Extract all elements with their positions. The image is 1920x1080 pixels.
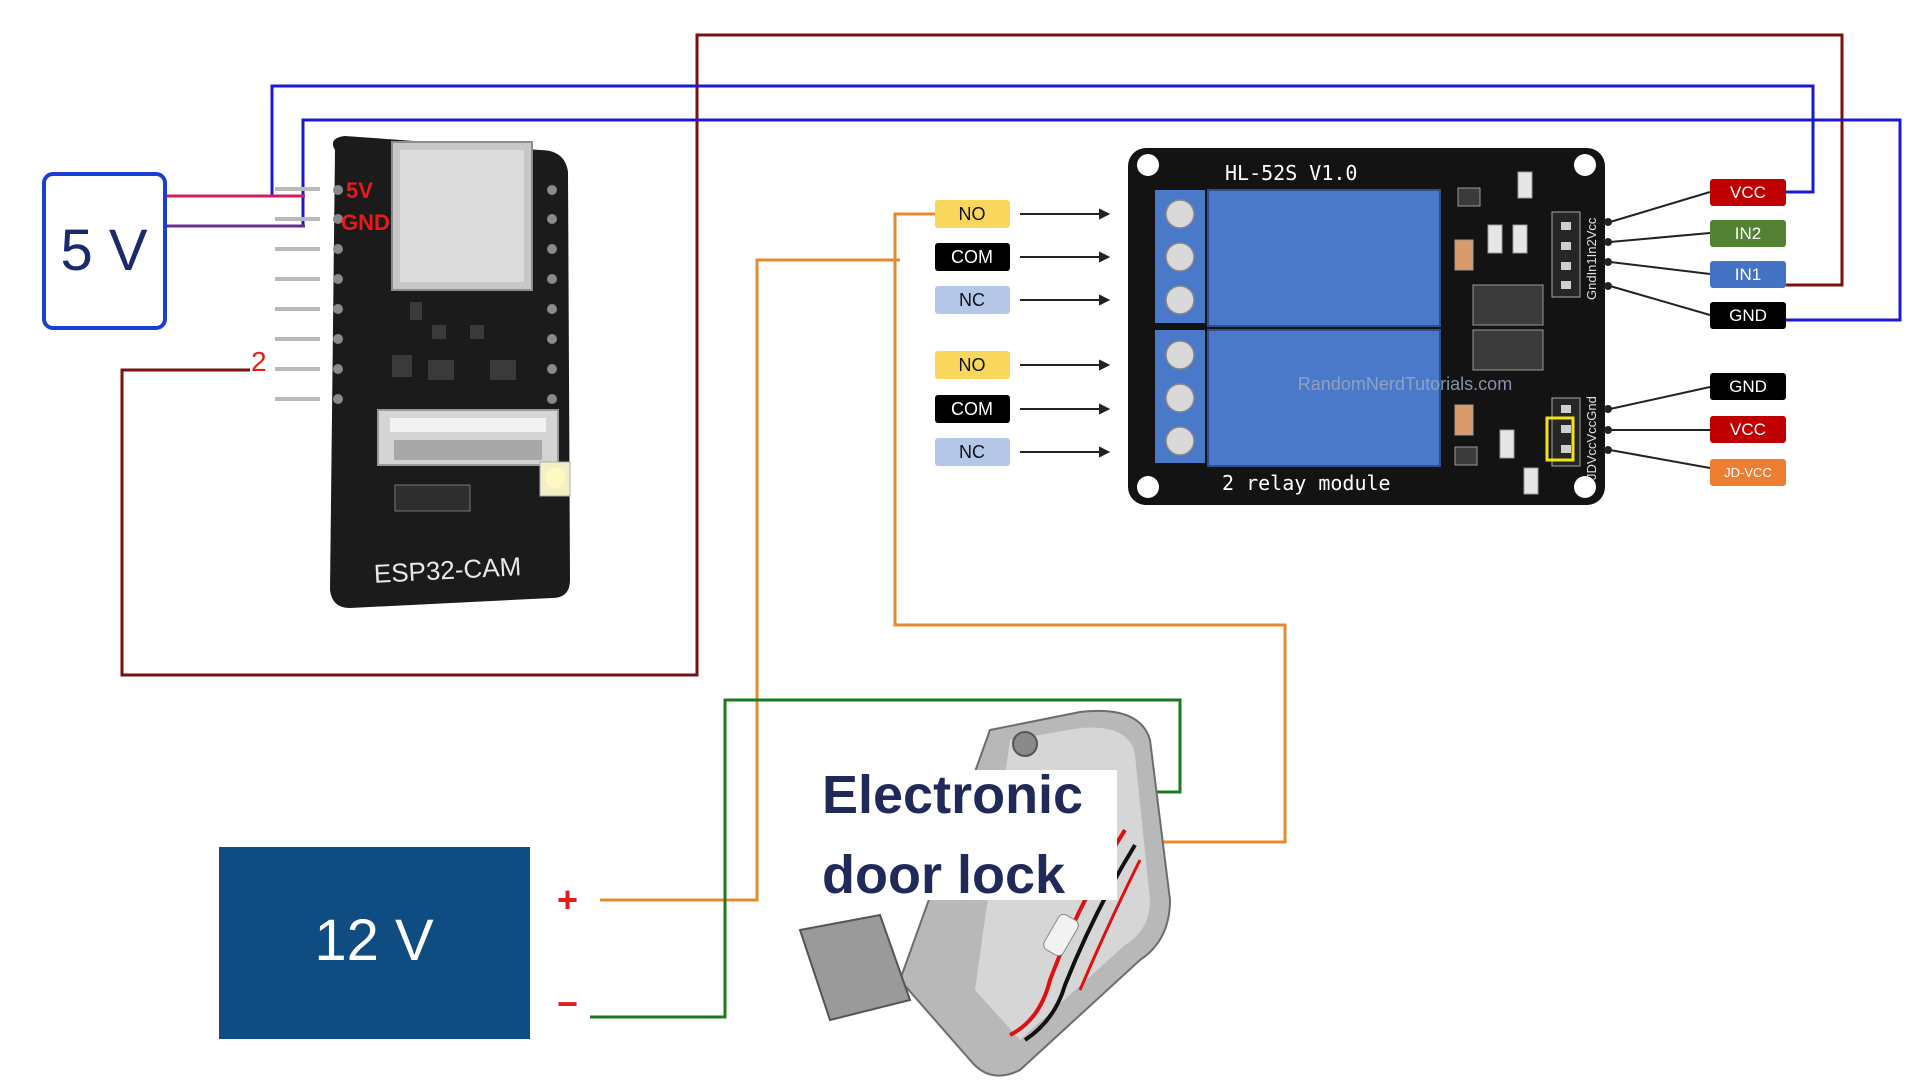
door-lock-image: Electronic door lock: [798, 709, 1172, 1077]
power-12v-plus: +: [557, 879, 578, 920]
terminal-screws: [1165, 199, 1195, 456]
label-gnd-top: GND: [1729, 306, 1767, 325]
label-no-1: NO: [959, 204, 986, 224]
wire-12v-lock: [590, 698, 1182, 1019]
door-lock-line2: door lock: [822, 845, 1066, 905]
relay-1: [1207, 189, 1441, 327]
jd-jumper: [1545, 416, 1575, 462]
relay-right-arrows: [1604, 191, 1711, 469]
label-gnd-bottom: GND: [1729, 377, 1767, 396]
esp32-header-pins: [275, 187, 320, 401]
label-in2: IN2: [1735, 224, 1761, 243]
power-12v-box: 12 V + −: [219, 847, 578, 1039]
esp32-cam-board: ESP32-CAM 5V GND 2: [251, 136, 571, 608]
relay-header-top-label: GndIn1In2Vcc: [1584, 217, 1599, 300]
wire-no-lock: [893, 212, 1287, 844]
label-nc-2: NC: [959, 442, 985, 462]
label-no-2: NO: [959, 355, 986, 375]
relay-subtitle: 2 relay module: [1222, 471, 1391, 495]
relay-watermark: RandomNerdTutorials.com: [1298, 374, 1512, 394]
relay-header-bottom-label: JDVccVccGnd: [1584, 396, 1599, 480]
label-com-1: COM: [951, 247, 993, 267]
esp32-pin-gnd: GND: [341, 210, 390, 235]
door-lock-line1: Electronic: [822, 765, 1083, 825]
relay-2: [1207, 329, 1441, 467]
label-nc-1: NC: [959, 290, 985, 310]
wire-gpio2-in1: [120, 33, 1844, 677]
esp32-pin-5v: 5V: [346, 178, 373, 203]
label-in1: IN1: [1735, 265, 1761, 284]
relay-right-labels: VCC IN2 IN1 GND GND VCC JD-VCC: [1710, 179, 1786, 486]
wires: [120, 33, 1902, 1019]
relay-module: HL-52S V1.0 2 relay module RandomNerdTut…: [1128, 148, 1605, 505]
label-vcc-top: VCC: [1730, 183, 1766, 202]
relay-title: HL-52S V1.0: [1225, 161, 1357, 185]
label-vcc-bottom: VCC: [1730, 420, 1766, 439]
esp32-gpio2-label: 2: [251, 346, 267, 377]
power-12v-minus: −: [557, 983, 578, 1024]
wire-12v-com: [600, 258, 900, 902]
wire-gnd-gnd: [301, 118, 1902, 322]
relay-left-arrows: [1020, 208, 1111, 458]
label-jd-vcc: JD-VCC: [1724, 465, 1772, 480]
power-5v-box: 5 V: [42, 172, 167, 330]
label-com-2: COM: [951, 399, 993, 419]
wire-5v-vcc: [270, 84, 1815, 196]
power-5v-label: 5 V: [60, 218, 147, 283]
power-12v-label: 12 V: [314, 908, 434, 973]
relay-left-labels: NO COM NC NO COM NC: [935, 200, 1010, 466]
